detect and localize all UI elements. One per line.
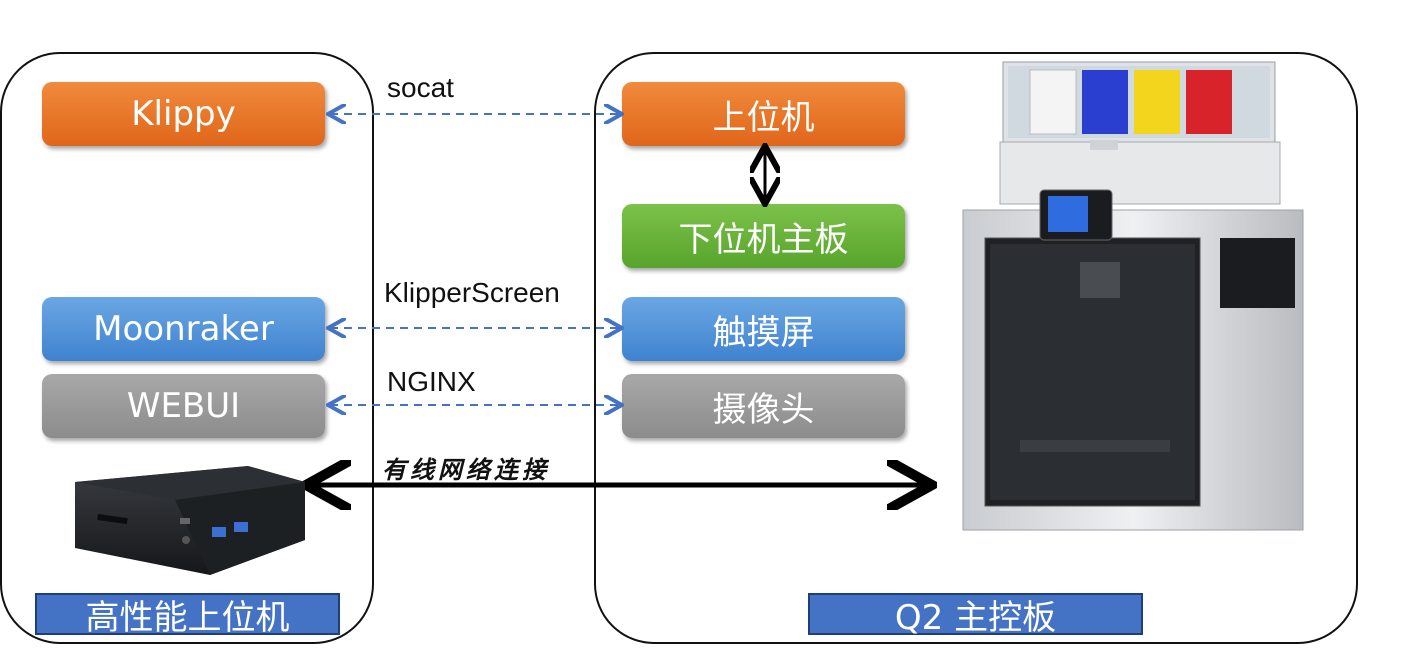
mainboard-box: 下位机主板 [622, 204, 905, 268]
host-box: 上位机 [622, 82, 905, 146]
webui-label: WEBUI [126, 386, 241, 426]
klippy-box: Klippy [42, 82, 325, 146]
printer-image [962, 61, 1304, 531]
right-panel [594, 52, 1358, 644]
mainboard-label: 下位机主板 [678, 219, 849, 260]
socat-label: socat [387, 72, 454, 103]
host-label: 上位机 [712, 97, 815, 138]
moonraker-label: Moonraker [93, 309, 274, 349]
moonraker-box: Moonraker [42, 297, 325, 361]
camera-label: 摄像头 [712, 389, 815, 430]
klippy-label: Klippy [131, 94, 236, 134]
right-caption: Q2 主控板 [808, 593, 1143, 638]
mini-pc-image [75, 466, 305, 575]
webui-box: WEBUI [42, 374, 325, 438]
left-caption: 高性能上位机 [35, 593, 340, 638]
nginx-label: NGINX [387, 366, 476, 397]
touchscreen-label: 触摸屏 [712, 312, 815, 353]
left-caption-text: 高性能上位机 [85, 597, 290, 638]
touchscreen-box: 触摸屏 [622, 297, 905, 361]
klipperscreen-label: KlipperScreen [384, 277, 560, 308]
camera-box: 摄像头 [622, 374, 905, 438]
right-caption-text: Q2 主控板 [894, 597, 1057, 638]
left-panel [0, 52, 374, 644]
